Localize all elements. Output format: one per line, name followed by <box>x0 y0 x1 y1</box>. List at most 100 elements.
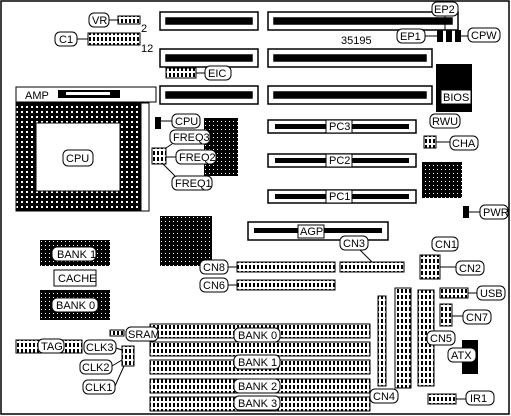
bios-chip <box>436 64 472 112</box>
cn6-label-tag: CN6 <box>199 277 237 293</box>
c1-connector <box>87 32 141 46</box>
cache-label: CACHE <box>58 273 97 285</box>
cpu-jumper-label-tag: CPU <box>161 113 201 129</box>
ir1-connector <box>427 393 457 405</box>
bios-label: BIOS <box>443 92 469 104</box>
pc2-label: PC2 <box>329 155 350 167</box>
cn2-label-tag: CN2 <box>440 260 485 276</box>
pc3-label: PC3 <box>329 121 350 133</box>
vr-pin-label: 2 <box>141 23 147 35</box>
vr-label-tag: VR <box>88 12 118 28</box>
freq1-label-tag: FREQ1 <box>162 163 213 191</box>
cn7-label-tag: CN7 <box>452 309 492 325</box>
pwr-jumper <box>463 206 469 218</box>
cn4-connector <box>377 295 387 387</box>
freq2-label: FREQ2 <box>179 152 216 164</box>
ep1-label-tag: EP1 <box>396 28 437 44</box>
clk3-label-tag: CLK3 <box>83 339 123 355</box>
cn8-connector <box>236 261 336 273</box>
c1-pin-label: 12 <box>141 43 153 55</box>
cn3-connector <box>339 261 405 273</box>
ep2-jumper <box>446 30 452 42</box>
cn4-label-tag: CN4 <box>369 388 399 404</box>
cn4-label: CN4 <box>373 391 395 403</box>
c1-label-tag: C1 <box>54 31 88 47</box>
cn6-connector <box>236 279 336 291</box>
board-model-number: 35195 <box>341 35 372 47</box>
ep1-label: EP1 <box>400 31 421 43</box>
ep1-jumper <box>437 30 443 42</box>
freq3-label: FREQ3 <box>173 132 210 144</box>
pwr-label: PWR <box>483 207 509 219</box>
cpw-jumper <box>455 30 461 42</box>
atx-label: ATX <box>451 350 472 362</box>
eic-label: EIC <box>208 68 226 80</box>
cpw-label: CPW <box>471 30 497 42</box>
cha-label-tag: CHA <box>436 135 479 151</box>
ir1-label: IR1 <box>470 393 487 405</box>
clk2-label-tag: CLK2 <box>79 359 123 375</box>
clk3-label: CLK3 <box>86 342 114 354</box>
pwr-label-tag: PWR <box>469 204 509 220</box>
tag-label-tag: TAG <box>37 338 65 354</box>
sram-label-tag: SRAM <box>125 326 160 342</box>
c1-label: C1 <box>59 34 73 46</box>
clk2-label: CLK2 <box>82 362 110 374</box>
sram-jumper <box>109 329 125 337</box>
cn2-label: CN2 <box>459 263 481 275</box>
power-connector-a <box>394 287 412 389</box>
cn3-label-tag: CN3 <box>339 235 373 263</box>
cn5-label-tag: CN5 <box>426 330 456 346</box>
chipset-right <box>422 162 462 198</box>
cn3-label: CN3 <box>343 238 365 250</box>
usb-connector <box>439 287 469 299</box>
clk-jumpers <box>121 345 135 367</box>
tag-label: TAG <box>41 341 63 353</box>
atx-label-tag: ATX <box>447 347 477 363</box>
usb-label-tag: USB <box>468 285 506 301</box>
cn1-label: CN1 <box>435 239 457 251</box>
freq-chip <box>204 118 238 176</box>
cpu-jumper-label: CPU <box>175 116 198 128</box>
freq-jumpers <box>151 147 167 165</box>
vr-connector <box>117 15 141 25</box>
top-slots <box>159 11 459 105</box>
cha-label: CHA <box>452 138 476 150</box>
eic-label-tag: EIC <box>196 65 232 81</box>
agp-label: AGP <box>300 226 323 238</box>
cpu-socket-label-tag: CPU <box>62 149 94 167</box>
ir1-label-tag: IR1 <box>456 390 495 406</box>
vr-label: VR <box>92 15 107 27</box>
eic-connector <box>165 67 197 79</box>
north-bridge-chip <box>160 216 212 266</box>
cn6-label: CN6 <box>203 280 225 292</box>
cn5-label: CN5 <box>430 333 452 345</box>
dimm-bank1-label: BANK 1 <box>238 357 277 369</box>
pc1-label: PC1 <box>329 191 350 203</box>
cn8-label-tag: CN8 <box>199 259 237 275</box>
cn7-label: CN7 <box>466 312 488 324</box>
cn1-cn2-connector <box>419 254 441 280</box>
rwu-label: RWU <box>432 116 458 128</box>
cache-bank1-label: BANK 1 <box>57 249 96 261</box>
cn1-label-tag: CN1 <box>431 236 459 252</box>
cpu-socket-label: CPU <box>66 153 89 165</box>
dimm-bank3-label: BANK 3 <box>238 398 277 410</box>
clk1-label-tag: CLK1 <box>82 365 125 395</box>
usb-label: USB <box>480 288 503 300</box>
cpu-socket-lever <box>140 102 150 212</box>
cache-bank0-label: BANK 0 <box>56 300 95 312</box>
freq1-label: FREQ1 <box>175 178 212 190</box>
cpw-label-tag: CPW <box>461 27 501 43</box>
cpu-jumper <box>155 117 161 129</box>
freq3-label-tag: FREQ3 <box>165 129 211 149</box>
sram-label: SRAM <box>128 329 160 341</box>
cn5-cn7-jumpers <box>439 303 453 327</box>
clk1-label: CLK1 <box>85 382 113 394</box>
cn8-label: CN8 <box>203 262 225 274</box>
dimm-bank2-label: BANK 2 <box>238 381 277 393</box>
ep2-label-tag: EP2 <box>431 1 459 30</box>
freq2-label-tag: FREQ2 <box>166 149 217 165</box>
rwu-label-tag: RWU <box>429 113 461 129</box>
